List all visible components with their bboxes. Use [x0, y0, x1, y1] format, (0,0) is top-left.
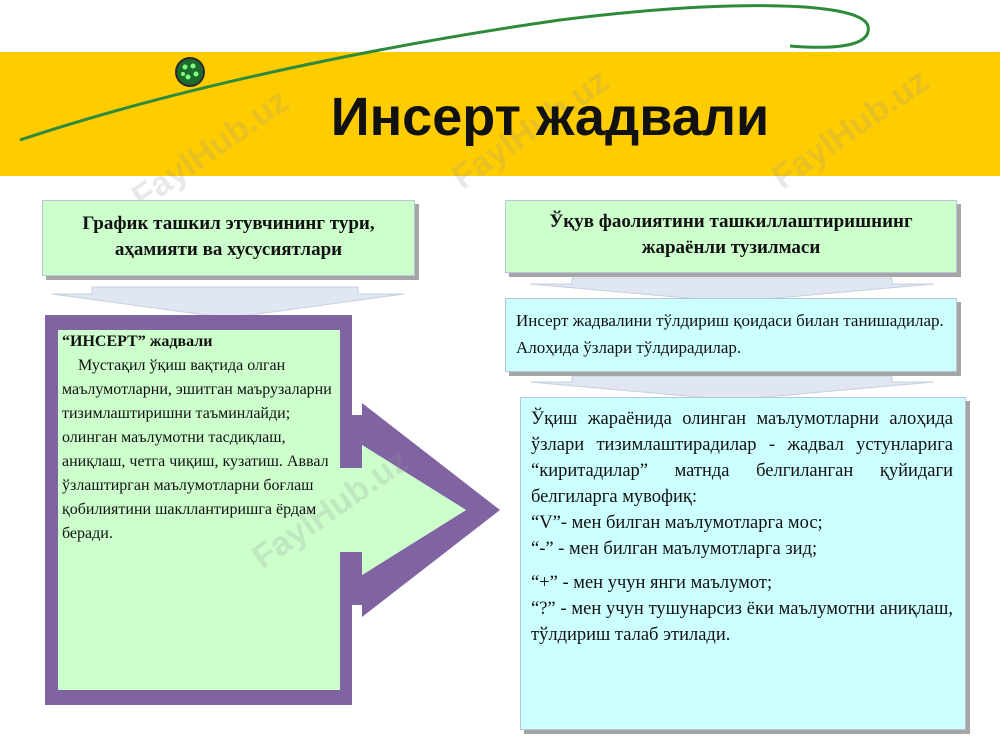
page-title: Инсерт жадвали [330, 87, 770, 147]
purple-arrow-fill [58, 330, 466, 690]
insert-body: Мустақил ўқиш вақтида олган маълумотларн… [62, 357, 332, 542]
title-banner [0, 52, 1000, 176]
intro-box: Инсерт жадвалини тўлдириш қоидаси билан … [505, 298, 957, 372]
right-down-arrow-2 [529, 375, 935, 401]
left-down-arrow [51, 286, 405, 319]
rules-intro: Ўқиш жараёнида олинган маълумотларни ало… [531, 409, 953, 507]
green-bead-icon [175, 57, 205, 87]
right-down-arrow-1 [529, 277, 935, 303]
rule-plus: “+” - мен учун янги маълумот; [531, 573, 773, 593]
left-header-box: График ташкил этувчининг тури, аҳамияти … [42, 200, 415, 276]
insert-description: “ИНСЕРТ” жадвали Мустақил ўқиш вақтида о… [62, 330, 342, 630]
rule-v: “V”- мен билган маълумотларга мос; [531, 513, 823, 533]
rule-question: “?” - мен учун тушунарсиз ёки маълумотни… [531, 599, 953, 645]
rule-minus: “-” - мен билган маълумотларга зид; [531, 539, 818, 559]
insert-title: “ИНСЕРТ” жадвали [62, 333, 213, 350]
right-header-box: Ўқув фаолиятини ташкиллаштиришнинг жараё… [505, 200, 957, 273]
rules-box: Ўқиш жараёнида олинган маълумотларни ало… [520, 397, 966, 730]
green-swoosh [19, 4, 870, 142]
